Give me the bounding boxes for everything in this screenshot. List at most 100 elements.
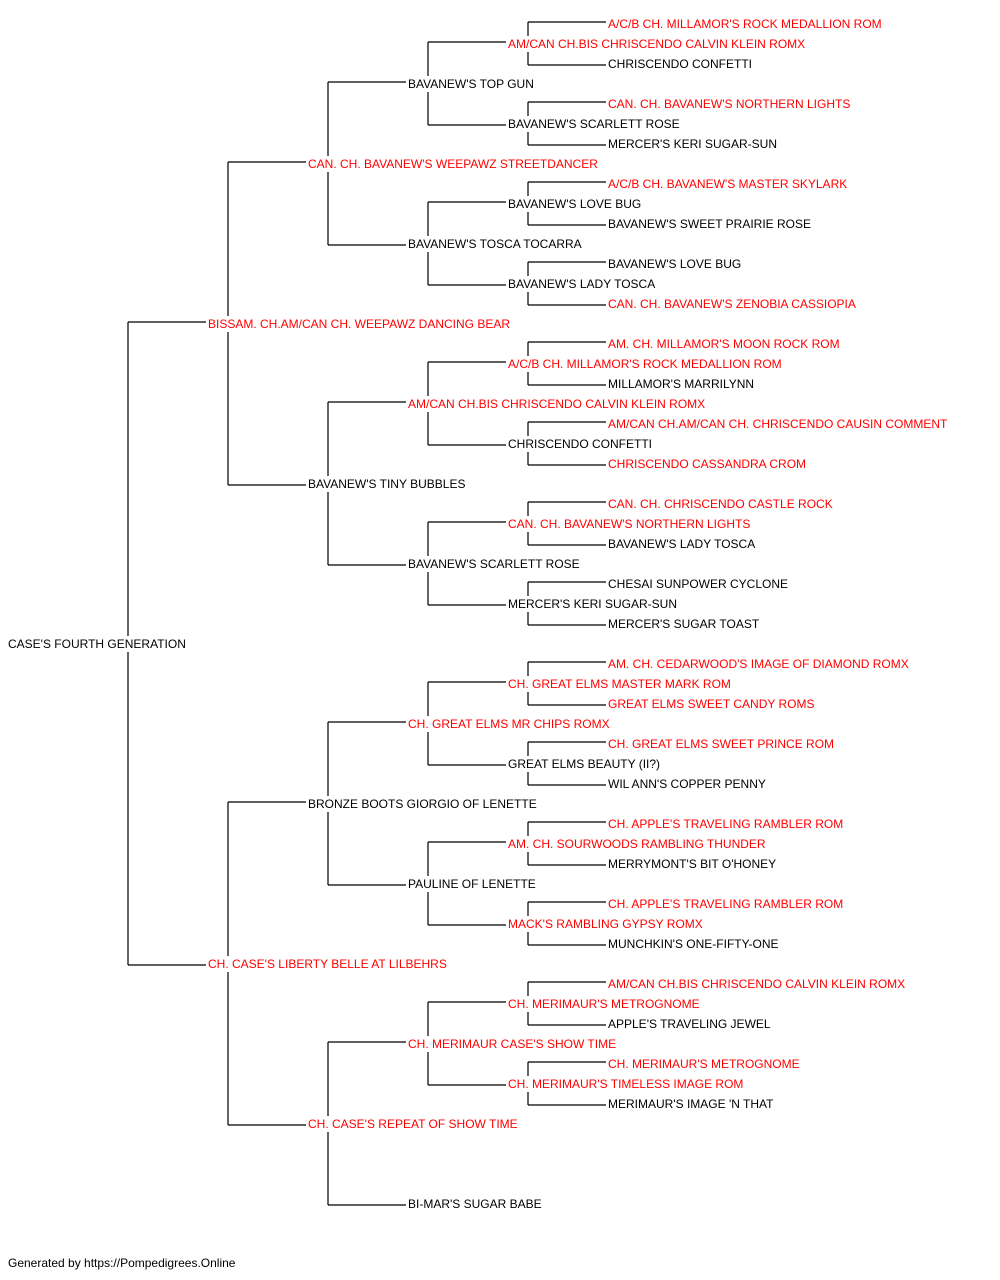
ancestor-name: MERCER'S SUGAR TOAST (608, 617, 760, 631)
label-backdrop (307, 476, 467, 492)
label-backdrop (507, 916, 704, 932)
label-backdrop (507, 356, 783, 372)
ancestor-name: APPLE'S TRAVELING JEWEL (608, 1017, 771, 1031)
label-backdrop (407, 396, 707, 412)
label-backdrop (607, 576, 790, 592)
ancestor-name: BISSAM. CH.AM/CAN CH. WEEPAWZ DANCING BE… (208, 317, 510, 331)
ancestor-name: WIL ANN'S COPPER PENNY (608, 777, 766, 791)
ancestor-name: CAN. CH. BAVANEW'S ZENOBIA CASSIOPIA (608, 297, 856, 311)
ancestor-name: CHRISCENDO CONFETTI (608, 57, 752, 71)
label-backdrop (607, 1016, 772, 1032)
ancestor-name: AM. CH. MILLAMOR'S MOON ROCK ROM (608, 337, 840, 351)
label-backdrop (607, 176, 849, 192)
label-backdrop (207, 316, 512, 332)
label-backdrop (607, 936, 780, 952)
label-backdrop (507, 516, 752, 532)
ancestor-name: AM. CH. CEDARWOOD'S IMAGE OF DIAMOND ROM… (608, 657, 909, 671)
label-backdrop (607, 1096, 776, 1112)
ancestor-name: CH. MERIMAUR CASE'S SHOW TIME (408, 1037, 616, 1051)
ancestor-name: MERCER'S KERI SUGAR-SUN (608, 137, 777, 151)
ancestor-name: GREAT ELMS BEAUTY (II?) (508, 757, 660, 771)
label-backdrop (507, 756, 662, 772)
label-backdrop (607, 416, 950, 432)
ancestor-name: AM/CAN CH.BIS CHRISCENDO CALVIN KLEIN RO… (508, 37, 805, 51)
label-backdrop (607, 16, 883, 32)
ancestor-name: MUNCHKIN'S ONE-FIFTY-ONE (608, 937, 779, 951)
ancestor-name: AM/CAN CH.AM/CAN CH. CHRISCENDO CAUSIN C… (608, 417, 948, 431)
ancestor-name: CH. GREAT ELMS MASTER MARK ROM (508, 677, 731, 691)
label-backdrop (507, 196, 643, 212)
ancestor-name: CAN. CH. BAVANEW'S NORTHERN LIGHTS (508, 517, 750, 531)
label-backdrop (507, 836, 767, 852)
ancestor-name: MILLAMOR'S MARRILYNN (608, 377, 754, 391)
ancestor-name: PAULINE OF LENETTE (408, 877, 536, 891)
ancestor-name: CH. MERIMAUR'S METROGNOME (608, 1057, 800, 1071)
ancestor-name: A/C/B CH. MILLAMOR'S ROCK MEDALLION ROM (508, 357, 782, 371)
label-backdrop (607, 896, 845, 912)
ancestor-name: CAN. CH. CHRISCENDO CASTLE ROCK (608, 497, 833, 511)
label-backdrop (307, 1116, 519, 1132)
label-backdrop (507, 996, 701, 1012)
label-backdrop (607, 136, 778, 152)
ancestor-name: CHRISCENDO CONFETTI (508, 437, 652, 451)
ancestor-name: BAVANEW'S LOVE BUG (608, 257, 741, 271)
label-backdrop (507, 116, 681, 132)
ancestor-name: AM/CAN CH.BIS CHRISCENDO CALVIN KLEIN RO… (608, 977, 905, 991)
label-backdrop (607, 976, 907, 992)
ancestor-name: BAVANEW'S TINY BUBBLES (308, 477, 465, 491)
label-backdrop (407, 1196, 543, 1212)
label-backdrop (507, 1076, 745, 1092)
ancestor-name: BRONZE BOOTS GIORGIO OF LENETTE (308, 797, 537, 811)
label-backdrop (607, 256, 743, 272)
ancestor-name: BAVANEW'S TOP GUN (408, 77, 534, 91)
ancestor-name: CH. APPLE'S TRAVELING RAMBLER ROM (608, 817, 843, 831)
ancestor-name: BAVANEW'S LADY TOSCA (608, 537, 755, 551)
label-backdrop (607, 56, 753, 72)
label-backdrop (607, 216, 812, 232)
label-backdrop (607, 96, 852, 112)
label-backdrop (7, 636, 187, 652)
label-backdrop (307, 156, 600, 172)
label-backdrop (607, 656, 910, 672)
label-backdrop (607, 696, 816, 712)
ancestor-name: CH. GREAT ELMS MR CHIPS ROMX (408, 717, 610, 731)
ancestor-name: CH. MERIMAUR'S TIMELESS IMAGE ROM (508, 1077, 743, 1091)
label-backdrop (607, 736, 836, 752)
label-backdrop (607, 496, 834, 512)
ancestor-name: CHRISCENDO CASSANDRA CROM (608, 457, 806, 471)
ancestor-name: MACK'S RAMBLING GYPSY ROMX (508, 917, 703, 931)
ancestor-name: BAVANEW'S SCARLETT ROSE (508, 117, 680, 131)
label-backdrop (607, 856, 778, 872)
ancestor-name: CAN. CH. BAVANEW'S WEEPAWZ STREETDANCER (308, 157, 598, 171)
label-backdrop (607, 296, 857, 312)
ancestor-name: AM. CH. SOURWOODS RAMBLING THUNDER (508, 837, 766, 851)
label-backdrop (607, 456, 808, 472)
ancestor-name: BAVANEW'S SWEET PRAIRIE ROSE (608, 217, 811, 231)
ancestor-name: MERCER'S KERI SUGAR-SUN (508, 597, 677, 611)
label-backdrop (607, 536, 757, 552)
ancestor-name: BAVANEW'S SCARLETT ROSE (408, 557, 580, 571)
subject-name: CASE'S FOURTH GENERATION (8, 637, 186, 651)
label-backdrop (607, 616, 761, 632)
label-backdrop (607, 816, 845, 832)
ancestor-name: GREAT ELMS SWEET CANDY ROMS (608, 697, 814, 711)
ancestor-name: CH. APPLE'S TRAVELING RAMBLER ROM (608, 897, 843, 911)
ancestor-name: BAVANEW'S LOVE BUG (508, 197, 641, 211)
label-backdrop (407, 76, 535, 92)
label-backdrop (507, 36, 807, 52)
ancestor-name: BAVANEW'S TOSCA TOCARRA (408, 237, 582, 251)
label-backdrop (407, 236, 583, 252)
ancestor-name: MERRYMONT'S BIT O'HONEY (608, 857, 776, 871)
ancestor-name: CH. CASE'S REPEAT OF SHOW TIME (308, 1117, 518, 1131)
ancestor-name: CHESAI SUNPOWER CYCLONE (608, 577, 788, 591)
label-backdrop (407, 556, 581, 572)
ancestor-name: CH. CASE'S LIBERTY BELLE AT LILBEHRS (208, 957, 447, 971)
ancestor-name: BI-MAR'S SUGAR BABE (408, 1197, 542, 1211)
label-backdrop (607, 1056, 801, 1072)
ancestor-name: A/C/B CH. BAVANEW'S MASTER SKYLARK (608, 177, 847, 191)
ancestor-name: CH. MERIMAUR'S METROGNOME (508, 997, 700, 1011)
label-backdrop (207, 956, 448, 972)
label-backdrop (407, 876, 537, 892)
label-backdrop (507, 436, 653, 452)
